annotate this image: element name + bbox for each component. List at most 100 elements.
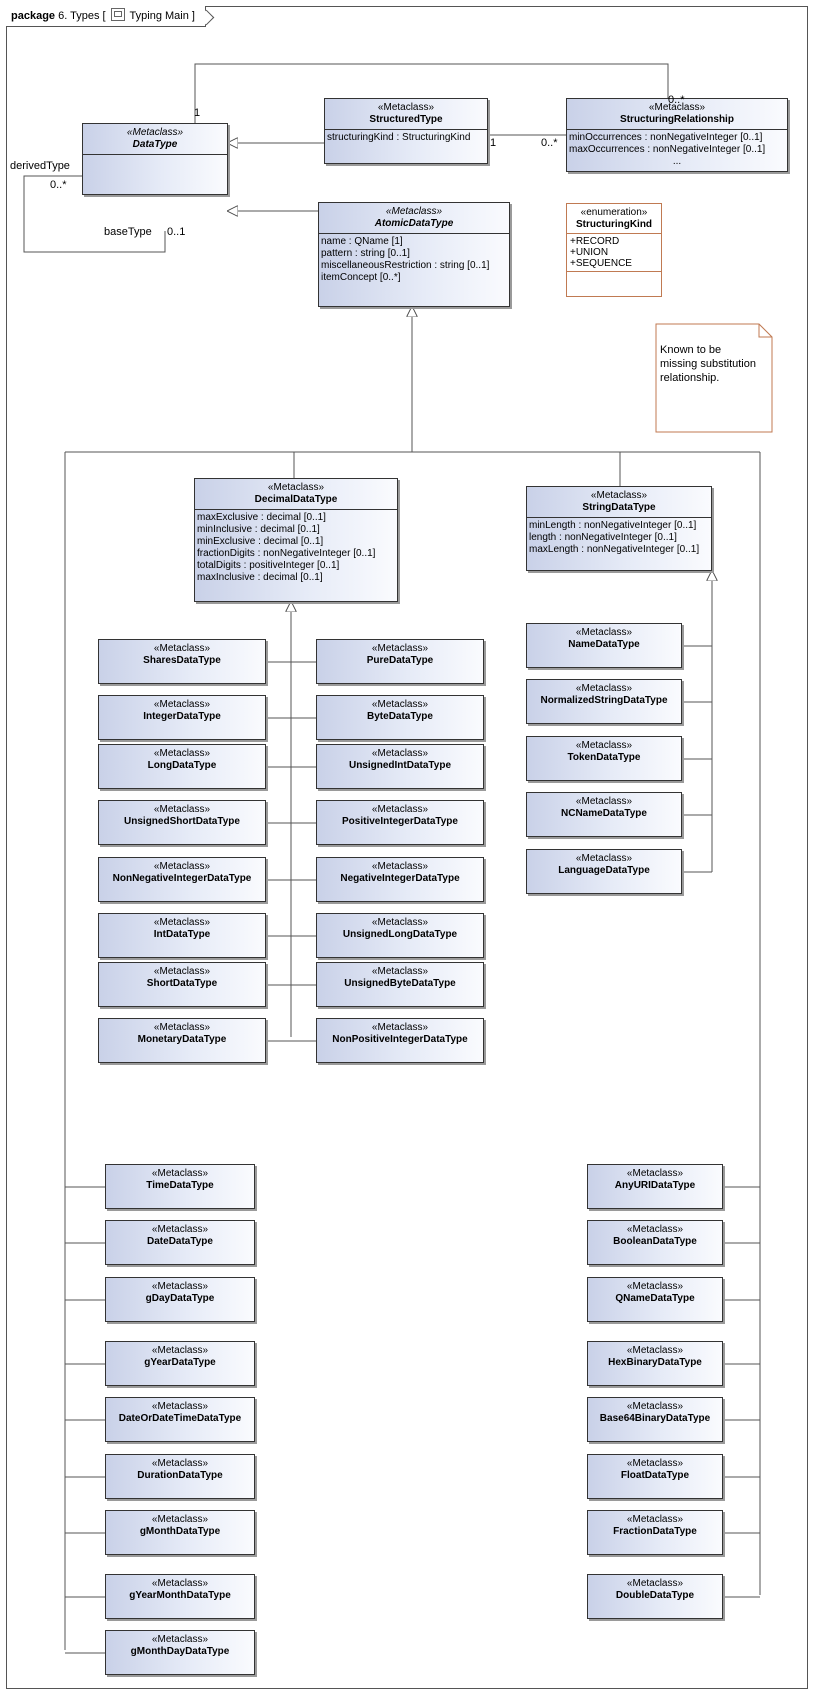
class-fractiondatatype[interactable]: «Metaclass»FractionDataType	[587, 1510, 723, 1555]
class-name: FractionDataType	[613, 1526, 697, 1537]
class-stringdatatype[interactable]: «Metaclass»StringDataType minLength : no…	[526, 486, 712, 571]
class-structuredtype[interactable]: «Metaclass»StructuredType structuringKin…	[324, 98, 488, 164]
class-monetarydatatype[interactable]: «Metaclass»MonetaryDataType	[98, 1018, 266, 1063]
class-name: SharesDataType	[143, 655, 221, 666]
class-booleandatatype[interactable]: «Metaclass»BooleanDataType	[587, 1220, 723, 1265]
package-frame	[6, 6, 808, 1689]
class-anyuridatatype[interactable]: «Metaclass»AnyURIDataType	[587, 1164, 723, 1209]
stereotype-label: «Metaclass»	[377, 102, 435, 113]
enum-structuringkind[interactable]: «enumeration»StructuringKind +RECORD +UN…	[566, 203, 662, 297]
class-bytedatatype[interactable]: «Metaclass»ByteDataType	[316, 695, 484, 740]
stereotype-label: «enumeration»	[580, 207, 648, 218]
stereotype-label: «Metaclass»	[151, 1345, 209, 1356]
class-integerdatatype[interactable]: «Metaclass»IntegerDataType	[98, 695, 266, 740]
class-name: FloatDataType	[620, 1470, 690, 1481]
class-nonnegativeintegerdatatype[interactable]: «Metaclass»NonNegativeIntegerDataType	[98, 857, 266, 902]
class-structuringrelationship[interactable]: «Metaclass»StructuringRelationship minOc…	[566, 98, 788, 172]
class-positiveintegerdatatype[interactable]: «Metaclass»PositiveIntegerDataType	[316, 800, 484, 845]
stereotype-label: «Metaclass»	[151, 1168, 209, 1179]
class-puredatatype[interactable]: «Metaclass»PureDataType	[316, 639, 484, 684]
enum-literal: +RECORD	[570, 236, 620, 247]
class-name: NormalizedStringDataType	[540, 695, 668, 706]
base-mult-label: 0..1	[167, 226, 186, 238]
class-name: DataType	[132, 139, 178, 150]
class-shortdatatype[interactable]: «Metaclass»ShortDataType	[98, 962, 266, 1007]
class-intdatatype[interactable]: «Metaclass»IntDataType	[98, 913, 266, 958]
stereotype-label: «Metaclass»	[371, 643, 429, 654]
class-dateordatetimedatatype[interactable]: «Metaclass»DateOrDateTimeDataType	[105, 1397, 255, 1442]
class-tokendatatype[interactable]: «Metaclass»TokenDataType	[526, 736, 682, 781]
class-name: PureDataType	[366, 655, 434, 666]
class-name: UnsignedLongDataType	[342, 929, 458, 940]
attribute: minLength : nonNegativeInteger [0..1]	[529, 520, 697, 531]
stereotype-label: «Metaclass»	[151, 1401, 209, 1412]
attribute: name : QName [1]	[321, 236, 403, 247]
class-timedatatype[interactable]: «Metaclass»TimeDataType	[105, 1164, 255, 1209]
class-unsignedshortdatatype[interactable]: «Metaclass»UnsignedShortDataType	[98, 800, 266, 845]
class-namedatatype[interactable]: «Metaclass»NameDataType	[526, 623, 682, 668]
class-name: DecimalDataType	[254, 494, 338, 505]
stereotype-label: «Metaclass»	[626, 1281, 684, 1292]
class-gyearmonthdatatype[interactable]: «Metaclass»gYearMonthDataType	[105, 1574, 255, 1619]
diagram-icon	[110, 8, 125, 21]
class-datatype[interactable]: «Metaclass»DataType	[82, 123, 228, 195]
stereotype-label: «Metaclass»	[371, 699, 429, 710]
class-name: gMonthDataType	[139, 1526, 221, 1537]
attribute: maxLength : nonNegativeInteger [0..1]	[529, 544, 700, 555]
stereotype-label: «Metaclass»	[267, 482, 325, 493]
class-gdaydatatype[interactable]: «Metaclass»gDayDataType	[105, 1277, 255, 1322]
class-name: UnsignedByteDataType	[344, 978, 456, 989]
stereotype-label: «Metaclass»	[151, 1578, 209, 1589]
class-nonpositiveintegerdatatype[interactable]: «Metaclass»NonPositiveIntegerDataType	[316, 1018, 484, 1063]
bracket-close: ]	[191, 10, 195, 22]
class-datedatatype[interactable]: «Metaclass»DateDataType	[105, 1220, 255, 1265]
class-name: QNameDataType	[615, 1293, 695, 1304]
class-doubledatatype[interactable]: «Metaclass»DoubleDataType	[587, 1574, 723, 1619]
derived-mult-label: 0..*	[50, 179, 67, 191]
class-unsignedintdatatype[interactable]: «Metaclass»UnsignedIntDataType	[316, 744, 484, 789]
package-name: 6. Types	[58, 10, 100, 22]
class-durationdatatype[interactable]: «Metaclass»DurationDataType	[105, 1454, 255, 1499]
class-name: NonNegativeIntegerDataType	[112, 873, 252, 884]
class-qnamedatatype[interactable]: «Metaclass»QNameDataType	[587, 1277, 723, 1322]
class-unsignedlongdatatype[interactable]: «Metaclass»UnsignedLongDataType	[316, 913, 484, 958]
class-negativeintegerdatatype[interactable]: «Metaclass»NegativeIntegerDataType	[316, 857, 484, 902]
class-name: MonetaryDataType	[137, 1034, 227, 1045]
class-sharesdatatype[interactable]: «Metaclass»SharesDataType	[98, 639, 266, 684]
class-languagedatatype[interactable]: «Metaclass»LanguageDataType	[526, 849, 682, 894]
attributes-compartment: minLength : nonNegativeInteger [0..1] le…	[527, 517, 711, 558]
class-normalizedstringdatatype[interactable]: «Metaclass»NormalizedStringDataType	[526, 679, 682, 724]
class-name: NegativeIntegerDataType	[340, 873, 460, 884]
class-atomicdatatype[interactable]: «Metaclass»AtomicDataType name : QName […	[318, 202, 510, 307]
class-decimaldatatype[interactable]: «Metaclass»DecimalDataType maxExclusive …	[194, 478, 398, 602]
attribute: structuringKind : StructuringKind	[327, 132, 471, 143]
stereotype-label: «Metaclass»	[153, 966, 211, 977]
class-name: AtomicDataType	[374, 218, 454, 229]
class-base64binarydatatype[interactable]: «Metaclass»Base64BinaryDataType	[587, 1397, 723, 1442]
class-hexbinarydatatype[interactable]: «Metaclass»HexBinaryDataType	[587, 1341, 723, 1386]
class-ncnamedatatype[interactable]: «Metaclass»NCNameDataType	[526, 792, 682, 837]
attributes-compartment: maxExclusive : decimal [0..1] minInclusi…	[195, 509, 397, 586]
class-name: LongDataType	[147, 760, 217, 771]
class-floatdatatype[interactable]: «Metaclass»FloatDataType	[587, 1454, 723, 1499]
stereotype-label: «Metaclass»	[626, 1224, 684, 1235]
enum-name: StructuringKind	[575, 219, 653, 230]
class-gmonthdatatype[interactable]: «Metaclass»gMonthDataType	[105, 1510, 255, 1555]
class-longdatatype[interactable]: «Metaclass»LongDataType	[98, 744, 266, 789]
attributes-compartment: minOccurrences : nonNegativeInteger [0..…	[567, 129, 787, 170]
assoc-datatype-self	[23, 175, 166, 253]
stereotype-label: «Metaclass»	[626, 1168, 684, 1179]
class-gyeardatatype[interactable]: «Metaclass»gYearDataType	[105, 1341, 255, 1386]
base-type-label: baseType	[104, 226, 152, 238]
stereotype-label: «Metaclass»	[648, 102, 706, 113]
class-name: UnsignedShortDataType	[124, 816, 240, 827]
stereotype-label: «Metaclass»	[371, 917, 429, 928]
stereotype-label: «Metaclass»	[371, 804, 429, 815]
class-name: StringDataType	[582, 502, 656, 513]
stereotype-label: «Metaclass»	[385, 206, 443, 217]
stereotype-label: «Metaclass»	[371, 1022, 429, 1033]
class-gmonthdaydatatype[interactable]: «Metaclass»gMonthDayDataType	[105, 1630, 255, 1675]
class-unsignedbytedatatype[interactable]: «Metaclass»UnsignedByteDataType	[316, 962, 484, 1007]
stereotype-label: «Metaclass»	[371, 861, 429, 872]
stereotype-label: «Metaclass»	[575, 796, 633, 807]
